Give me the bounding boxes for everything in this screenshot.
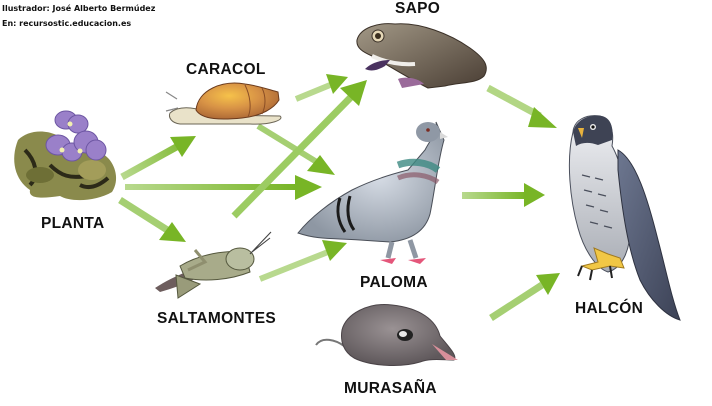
label-saltamontes: SALTAMONTES <box>157 310 276 327</box>
label-planta: PLANTA <box>41 215 105 232</box>
label-paloma: PALOMA <box>360 274 428 291</box>
toad-icon <box>356 23 487 89</box>
arrow-paloma-halcon <box>462 183 545 207</box>
arrow-planta-paloma <box>125 175 322 200</box>
label-sapo: SAPO <box>395 0 441 17</box>
arrows <box>118 74 560 321</box>
illustrator-credit: Ilustrador: José Alberto Bermúdez <box>2 4 156 13</box>
source-credit: En: recursostic.educacion.es <box>2 19 132 28</box>
arrow-sapo-halcon <box>486 84 557 128</box>
label-caracol: CARACOL <box>186 61 266 78</box>
arrow-saltamontes-paloma <box>258 240 347 282</box>
flowering-plant-icon <box>14 110 117 201</box>
arrow-saltamontes-sapo <box>231 80 367 219</box>
falcon-icon <box>568 115 681 321</box>
arrow-planta-caracol <box>120 136 196 181</box>
arrow-planta-saltamontes <box>118 197 186 242</box>
snail-icon <box>165 82 282 125</box>
arrow-murasana-halcon <box>489 273 560 321</box>
shrew-icon <box>315 304 458 366</box>
grasshopper-icon <box>155 231 272 299</box>
label-halcon: HALCÓN <box>575 300 644 317</box>
pigeon-icon <box>297 121 448 264</box>
label-murasana: MURASAÑA <box>344 380 437 397</box>
credits: Ilustrador: José Alberto Bermúdez En: re… <box>2 1 155 31</box>
arrow-caracol-sapo <box>294 74 348 102</box>
arrow-caracol-paloma <box>256 123 335 175</box>
